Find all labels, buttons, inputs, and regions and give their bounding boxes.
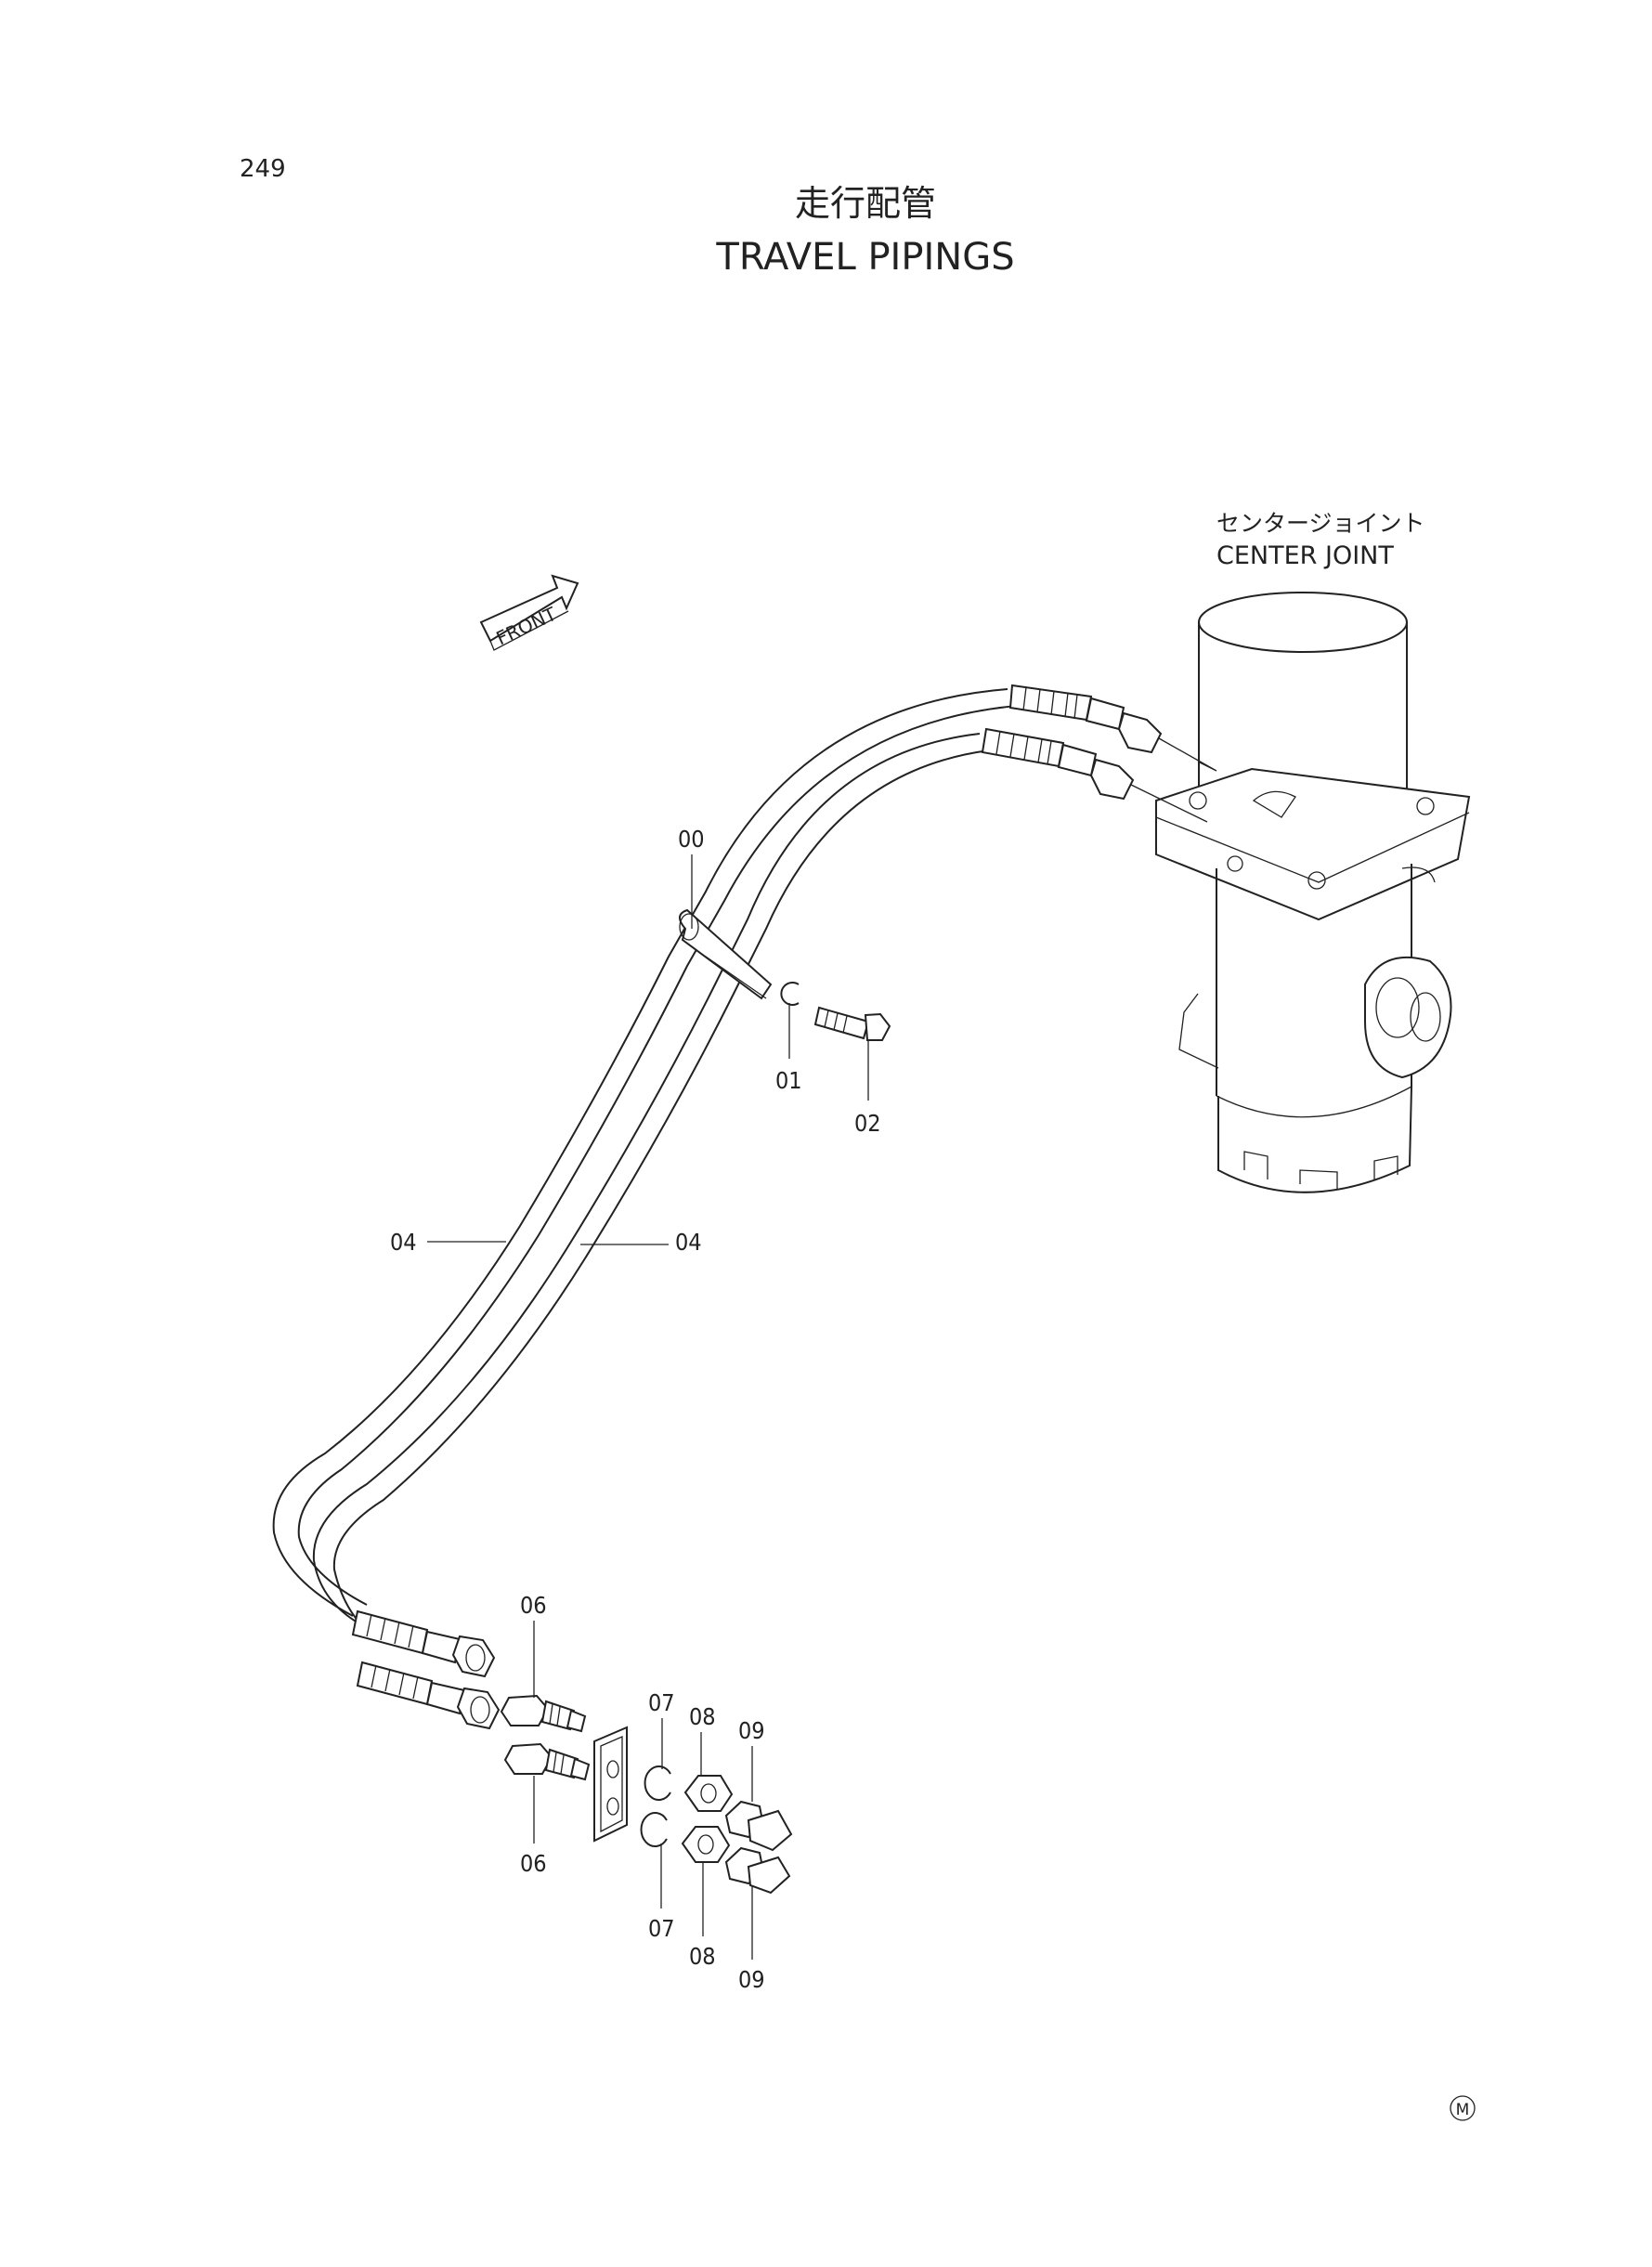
mark-letter: M: [1456, 2101, 1470, 2119]
lock-washers: [640, 1765, 671, 1847]
page-number: 249: [240, 155, 286, 183]
caps: [724, 1800, 793, 1895]
callout-09-bottom: 09: [738, 1966, 765, 1993]
callout-08-bottom: 08: [689, 1943, 716, 1970]
center-joint-label-en: CENTER JOINT: [1216, 541, 1394, 570]
leader-lines: [427, 854, 869, 1960]
callout-06-bottom: 06: [520, 1850, 547, 1877]
callout-04-right: 04: [675, 1229, 702, 1256]
mounting-plate: [593, 1726, 628, 1843]
front-arrow-label: FRONT: [493, 602, 561, 649]
callout-09-top: 09: [738, 1717, 765, 1744]
center-joint-drawing: [1155, 592, 1471, 1193]
bolt-part: [813, 1006, 891, 1041]
title-japanese: 走行配管: [795, 183, 936, 224]
callout-01: 01: [775, 1067, 802, 1094]
front-arrow-icon: FRONT: [479, 574, 579, 651]
callout-07-bottom: 07: [648, 1915, 675, 1942]
hose-assembly: [272, 684, 1217, 1730]
callout-08-top: 08: [689, 1703, 716, 1730]
callout-02: 02: [854, 1110, 881, 1137]
center-joint-label-jp: センタージョイント: [1216, 510, 1425, 537]
washer-part: [780, 982, 800, 1006]
callout-04-left: 04: [390, 1229, 417, 1256]
clamp-part: [679, 908, 773, 1000]
lower-hose-ferrules: [351, 1609, 501, 1730]
circled-m-mark: M: [1450, 2095, 1476, 2121]
adapter-parts: [500, 1694, 591, 1781]
title-english: TRAVEL PIPINGS: [715, 236, 1014, 279]
callout-07-top: 07: [648, 1689, 675, 1716]
callout-00: 00: [678, 826, 705, 853]
nuts: [681, 1775, 734, 1863]
upper-hose-ferrules: [981, 684, 1217, 823]
callout-06-top: 06: [520, 1592, 547, 1619]
